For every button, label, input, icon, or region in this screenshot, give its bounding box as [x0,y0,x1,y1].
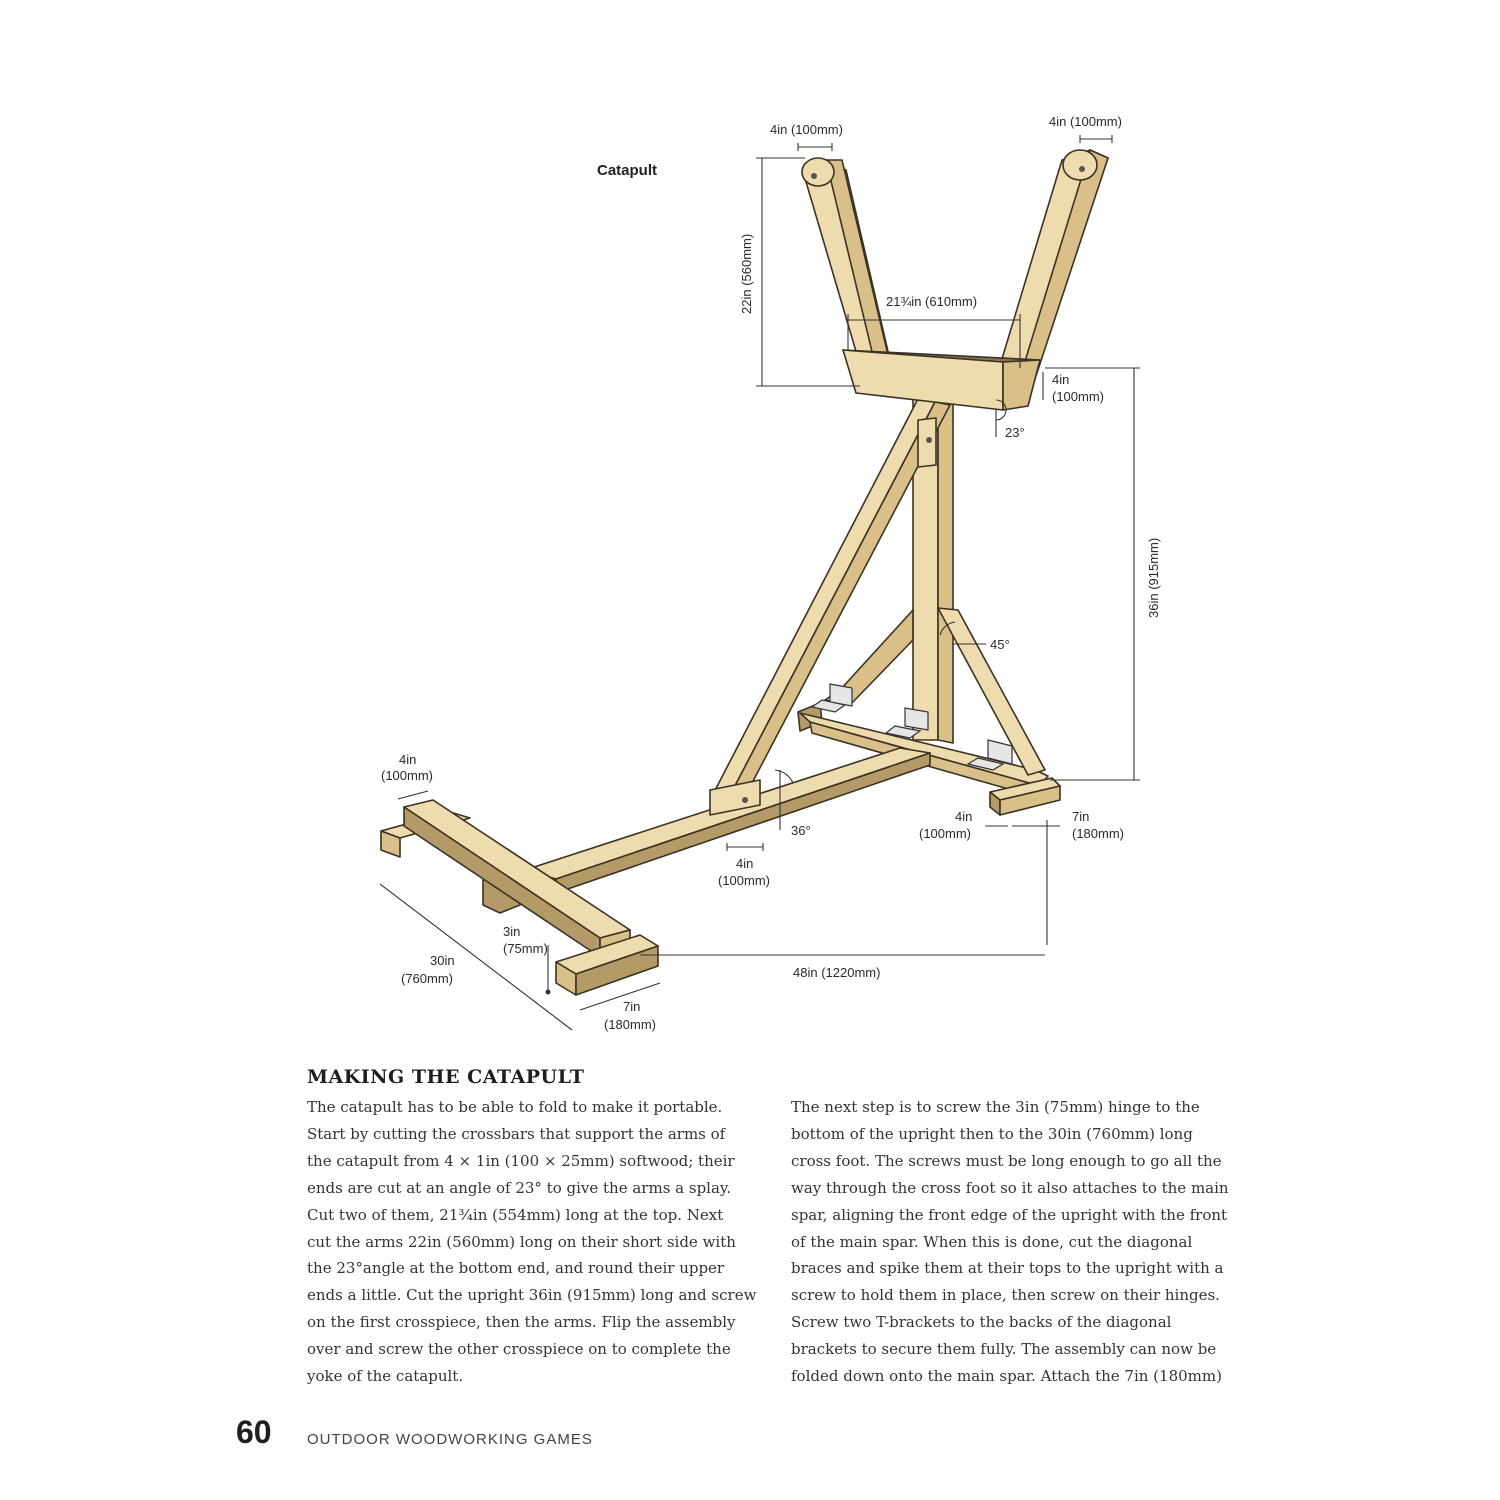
body-line: the 23°angle at the bottom end, and roun… [307,1259,725,1278]
body-line: cut the arms 22in (560mm) long on their … [307,1232,736,1251]
dim-spar-width-mm: (100mm) [718,873,770,888]
front-cross-foot [380,799,659,996]
dim-arm-angle: 23° [1005,425,1025,440]
dim-rear-block-length-in: 7in [1072,809,1089,824]
dim-hinge-in: 3in [503,924,520,939]
dim-rear-block-length-mm: (180mm) [1072,826,1124,841]
dim-brace-angle: 45° [990,637,1010,652]
dim-spar-length: 48in (1220mm) [793,965,880,980]
body-column-left: The catapult has to be able to fold to m… [307,1094,762,1390]
dim-front-block-length-in: 7in [623,999,640,1014]
body-line: brackets to secure them fully. The assem… [791,1340,1217,1359]
body-line: spar, aligning the front edge of the upr… [791,1205,1228,1224]
dim-arm-length: 22in (560mm) [739,234,754,314]
body-line: screw to hold them in place, then screw … [791,1286,1220,1305]
dim-cross-foot-width-mm: (100mm) [381,768,433,783]
page-number: 60 [236,1414,272,1450]
body-line: cross foot. The screws must be long enou… [791,1151,1222,1170]
body-line: yoke of the catapult. [307,1367,464,1386]
dim-cross-foot-length-mm: (760mm) [401,971,453,986]
dim-cross-foot-width-in: 4in [399,752,416,767]
hinges [810,683,1013,771]
body-line: ends are cut at an angle of 23° to give … [307,1178,732,1197]
dim-main-brace-angle: 36° [791,823,811,838]
body-line: Screw two T-brackets to the backs of the… [791,1313,1172,1332]
dim-rear-block-width-mm: (100mm) [919,826,971,841]
dim-rear-block-width-in: 4in [955,809,972,824]
body-line: on the first crosspiece, then the arms. … [307,1313,736,1332]
body-line: braces and spike them at their tops to t… [791,1259,1224,1278]
body-line: folded down onto the main spar. Attach t… [791,1367,1222,1386]
section-heading: MAKING THE CATAPULT [307,1066,585,1088]
dim-spar-width-in: 4in [736,856,753,871]
dim-crossbar-height-mm: (100mm) [1052,389,1104,404]
dim-arm-width-left: 4in (100mm) [770,122,843,137]
body-line: bottom of the upright then to the 30in (… [791,1124,1193,1143]
upright [912,396,954,744]
main-brace [709,394,951,816]
body-line: The next step is to screw the 3in (75mm)… [791,1098,1200,1116]
dim-front-block-length-mm: (180mm) [604,1017,656,1032]
body-line: Start by cutting the crossbars that supp… [307,1124,726,1143]
body-line: The catapult has to be able to fold to m… [307,1098,723,1116]
dimension-lines [379,135,1140,1031]
figure-title: Catapult [597,162,657,179]
dim-hinge-mm: (75mm) [503,941,548,956]
body-line: the catapult from 4 × 1in (100 × 25mm) s… [307,1151,735,1170]
dim-crossbar-height-in: 4in [1052,372,1069,387]
body-column-right: The next step is to screw the 3in (75mm)… [791,1094,1246,1390]
dim-cross-foot-length-in: 30in [430,953,455,968]
body-line: of the main spar. When this is done, cut… [791,1232,1193,1251]
yoke [801,149,1109,411]
dim-arm-width-right: 4in (100mm) [1049,114,1122,129]
catapult-diagram: Catapult [379,114,1161,1032]
body-line: over and screw the other crosspiece on t… [307,1340,731,1359]
body-line: ends a little. Cut the upright 36in (915… [307,1286,757,1305]
body-line: way through the cross foot so it also at… [791,1178,1229,1197]
body-line: Cut two of them, 21³⁄₄in (554mm) long at… [307,1205,724,1224]
dim-crossbar-length: 21¾in (610mm) [886,294,977,309]
running-head: OUTDOOR WOODWORKING GAMES [307,1431,593,1448]
dim-upright-height: 36in (915mm) [1146,538,1161,618]
